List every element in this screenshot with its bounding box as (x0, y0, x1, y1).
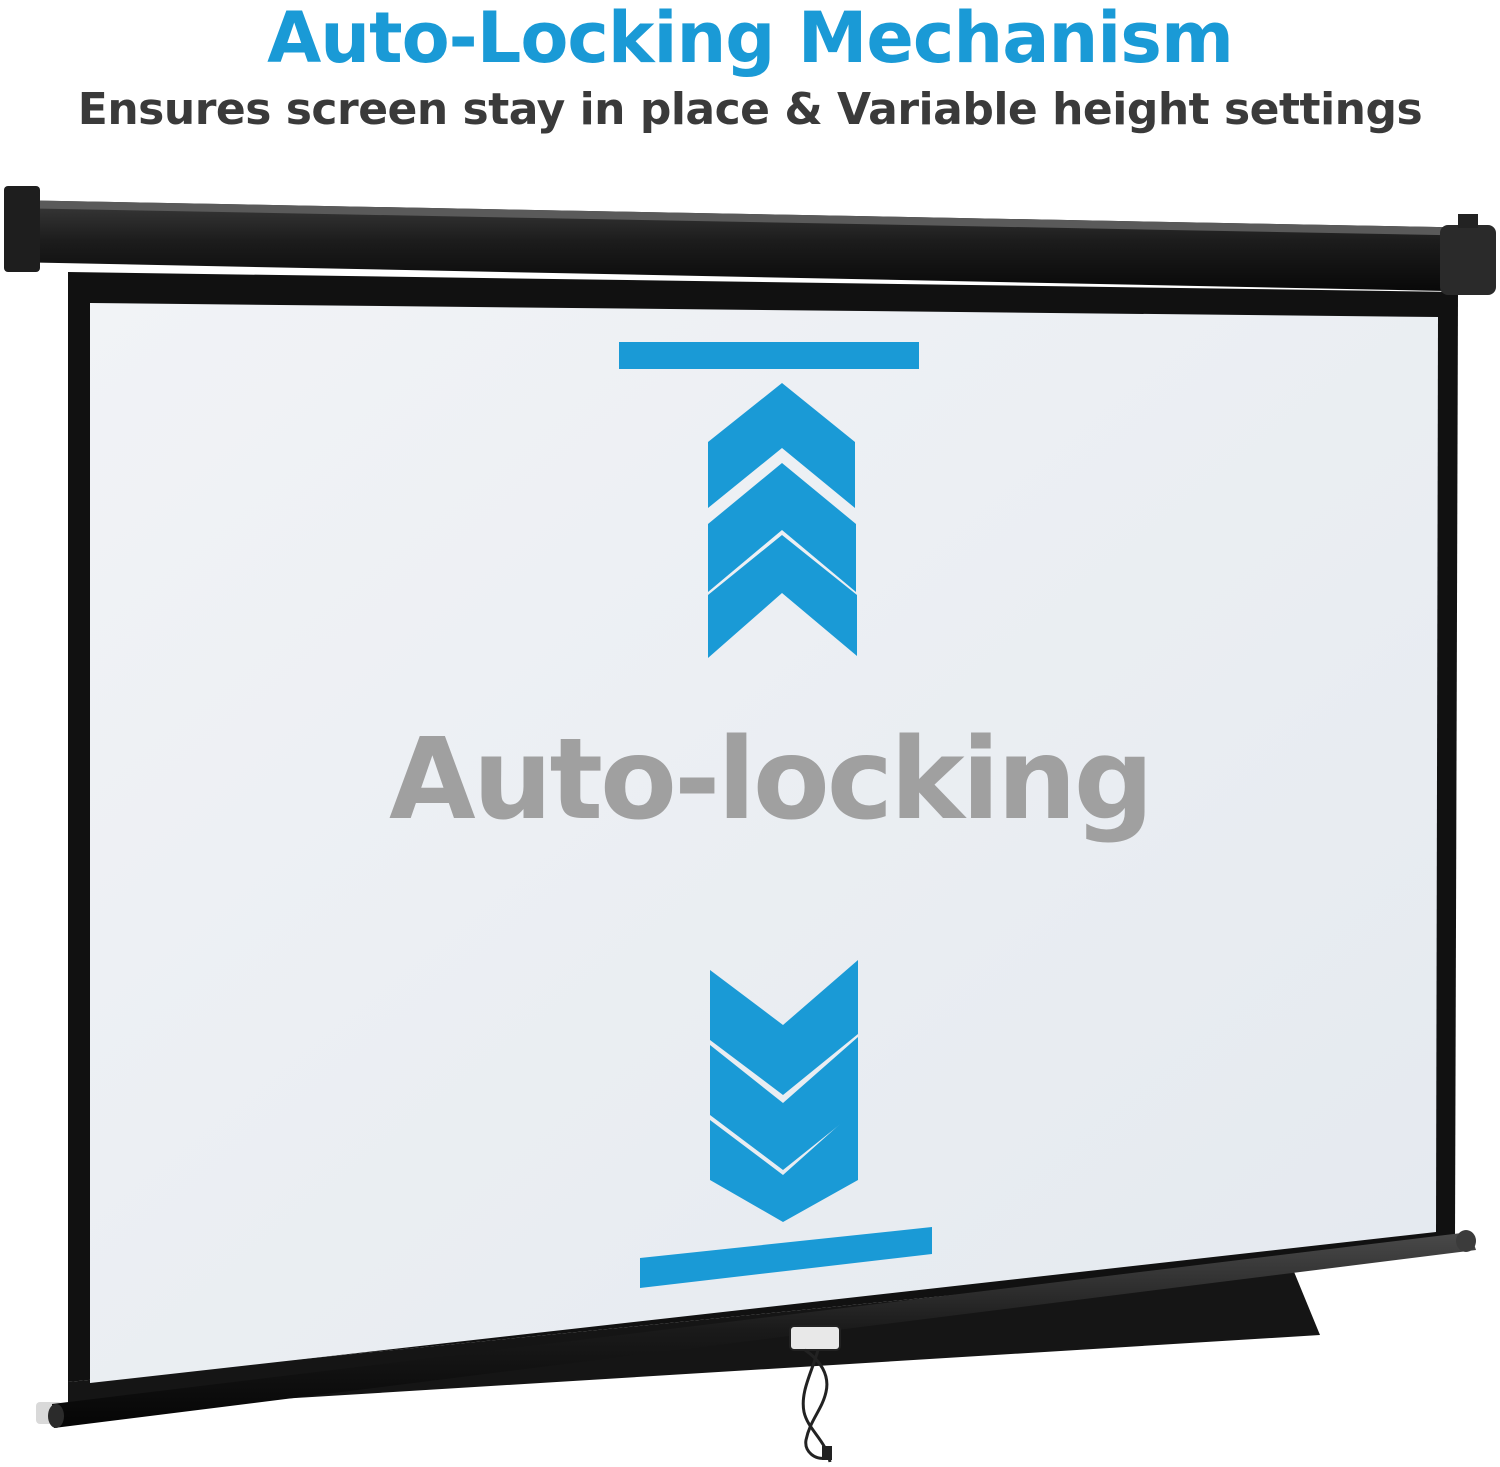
bottom-limit-line (640, 1227, 932, 1288)
chevron-up-2 (708, 463, 856, 592)
chevron-up-3 (708, 535, 857, 658)
pull-cord-handle-icon[interactable] (789, 1325, 841, 1463)
chevron-down-3 (710, 1108, 858, 1222)
chevron-up-1 (708, 383, 855, 508)
chevron-down-2 (710, 1037, 858, 1170)
chevron-down-1 (710, 960, 858, 1095)
roller-case (4, 186, 1496, 295)
projection-surface (90, 303, 1438, 1383)
screen-label: Auto-locking (389, 715, 1151, 845)
bottom-weight-bar (48, 1230, 1476, 1428)
chevrons-down-with-bottom-limit-icon (640, 960, 932, 1288)
chevrons-up-with-top-limit-icon (619, 342, 919, 658)
page-title: Auto-Locking Mechanism (267, 0, 1234, 79)
page-subtitle: Ensures screen stay in place & Variable … (77, 84, 1423, 135)
top-limit-line (619, 342, 919, 369)
